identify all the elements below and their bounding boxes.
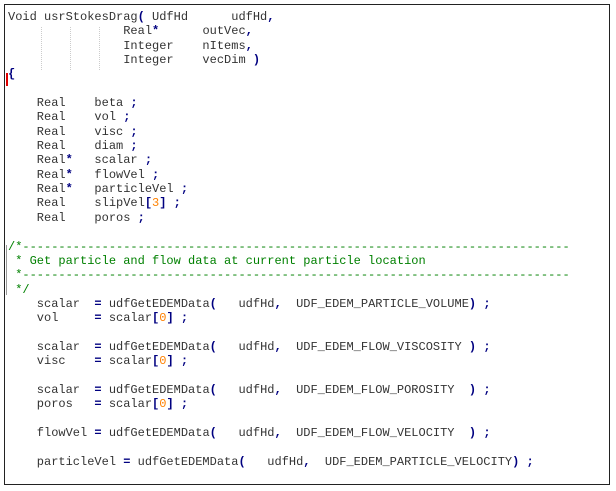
code-line[interactable] xyxy=(8,326,570,340)
code-line[interactable] xyxy=(8,225,570,239)
indent-guide xyxy=(41,27,42,70)
code-line[interactable]: *---------------------------------------… xyxy=(8,268,570,283)
code-line[interactable]: Real beta ; xyxy=(8,96,138,111)
code-line[interactable]: * Get particle and flow data at current … xyxy=(8,253,426,268)
brace-match-marker xyxy=(6,73,8,86)
code-line[interactable]: Real poros ; xyxy=(8,210,145,225)
code-line[interactable]: Real slipVel[3] ; xyxy=(8,196,181,211)
code-line[interactable]: flowVel = udfGetEDEMData( udfHd, UDF_EDE… xyxy=(8,425,491,440)
code-line[interactable]: scalar = udfGetEDEMData( udfHd, UDF_EDEM… xyxy=(8,339,491,354)
code-line[interactable]: scalar = udfGetEDEMData( udfHd, UDF_EDEM… xyxy=(8,382,491,397)
code-line[interactable] xyxy=(8,412,570,426)
code-line[interactable]: poros = scalar[0] ; xyxy=(8,397,189,412)
code-line[interactable]: Void usrStokesDrag( UdfHd udfHd, xyxy=(8,10,275,24)
code-line[interactable]: particleVel = udfGetEDEMData( udfHd, UDF… xyxy=(8,454,534,469)
code-line[interactable]: vol = scalar[0] ; xyxy=(8,311,189,326)
code-line[interactable]: Real* outVec, xyxy=(8,24,253,39)
code-area[interactable]: Void usrStokesDrag( UdfHd udfHd, Real* o… xyxy=(8,10,570,469)
code-line[interactable]: Integer nItems, xyxy=(8,38,253,53)
code-editor[interactable]: Void usrStokesDrag( UdfHd udfHd, Real* o… xyxy=(4,4,610,485)
code-line[interactable]: Real diam ; xyxy=(8,139,138,154)
code-line[interactable]: Real visc ; xyxy=(8,124,138,139)
fold-marker xyxy=(6,245,7,295)
code-line[interactable] xyxy=(8,369,570,383)
code-line[interactable]: /*--------------------------------------… xyxy=(8,239,570,254)
code-line[interactable]: visc = scalar[0] ; xyxy=(8,354,189,369)
code-line[interactable]: Real* flowVel ; xyxy=(8,167,160,182)
code-line[interactable]: scalar = udfGetEDEMData( udfHd, UDF_EDEM… xyxy=(8,296,491,311)
code-line[interactable]: Real* particleVel ; xyxy=(8,182,189,197)
indent-guide xyxy=(70,27,71,70)
code-line[interactable]: Real* scalar ; xyxy=(8,153,153,168)
code-line[interactable] xyxy=(8,82,570,96)
code-line[interactable]: Integer vecDim ) xyxy=(8,53,261,68)
code-line[interactable]: { xyxy=(8,67,16,82)
code-line[interactable]: Real vol ; xyxy=(8,110,131,125)
code-line[interactable] xyxy=(8,440,570,454)
indent-guide xyxy=(99,27,100,70)
code-line[interactable]: */ xyxy=(8,282,30,297)
